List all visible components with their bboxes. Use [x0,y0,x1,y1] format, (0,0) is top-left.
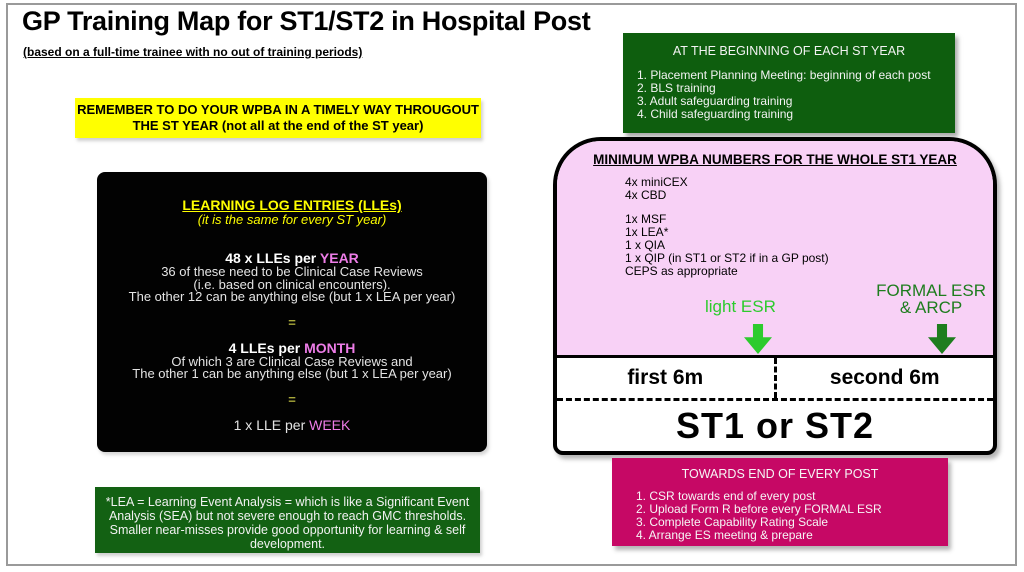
lle-month-heading: 4 LLEs per MONTH [97,341,487,355]
timeline-top-divider [557,355,993,358]
lea-definition-note: *LEA = Learning Event Analysis = which i… [95,487,480,553]
beginning-of-st-year-box: AT THE BEGINNING OF EACH ST YEAR 1. Plac… [623,33,955,133]
list-item: 2. Upload Form R before every FORMAL ESR [636,502,882,516]
learning-log-entries-box: LEARNING LOG ENTRIES (LLEs) (it is the s… [97,172,487,452]
wpba-items-group2: 1x MSF 1x LEA* 1 x QIA 1 x QIP (in ST1 o… [625,212,829,278]
wpba-title: MINIMUM WPBA NUMBERS FOR THE WHOLE ST1 Y… [593,152,957,167]
beginning-box-list: 1. Placement Planning Meeting: beginning… [623,69,955,121]
lle-week-line: 1 x LLE per WEEK [97,418,487,432]
lle-month-word: MONTH [304,339,356,356]
equals-sign: = [288,314,296,330]
list-item: 4. Arrange ES meeting & prepare [636,528,813,542]
lle-week-word: WEEK [309,416,351,433]
page-border-frame [6,3,1017,566]
second-6m-cell: second 6m [773,358,994,398]
wpba-pink-section: MINIMUM WPBA NUMBERS FOR THE WHOLE ST1 Y… [557,141,993,355]
first-6m-cell: first 6m [627,366,704,389]
towards-end-of-post-box: TOWARDS END OF EVERY POST 1. CSR towards… [612,458,948,546]
list-item: 4. Child safeguarding training [637,107,794,121]
list-item: 1. Placement Planning Meeting: beginning… [637,68,931,82]
lle-week-prefix: 1 x LLE per [233,416,310,433]
list-item: 3. Complete Capability Rating Scale [636,515,829,529]
list-item: 1. CSR towards end of every post [636,489,816,503]
lle-title: LEARNING LOG ENTRIES (LLEs) [182,197,402,213]
end-box-title: TOWARDS END OF EVERY POST [681,467,879,481]
light-esr-label: light ESR [705,297,776,316]
end-box-list: 1. CSR towards end of every post 2. Uplo… [612,490,948,542]
light-esr-down-arrow-icon [744,324,772,354]
formal-esr-arcp-label: FORMAL ESR & ARCP [876,281,986,317]
formal-esr-down-arrow-icon [928,324,956,354]
list-item: 3. Adult safeguarding training [637,94,793,108]
lle-year-details: 36 of these need to be Clinical Case Rev… [128,264,456,304]
lle-month-prefix: 4 LLEs per [228,339,305,356]
six-month-band: first 6m second 6m [557,358,993,398]
lle-subtitle: (it is the same for every ST year) [197,212,387,227]
lle-month-details: Of which 3 are Clinical Case Reviews and… [132,353,452,381]
wpba-numbers-shape: MINIMUM WPBA NUMBERS FOR THE WHOLE ST1 Y… [553,137,997,455]
stage-label: ST1 or ST2 [675,405,875,446]
page-subtitle: (based on a full-time trainee with no ou… [23,45,363,59]
timeline-dashed-divider [557,398,993,401]
lle-year-word: YEAR [319,250,359,266]
lle-year-prefix: 48 x LLEs per [225,250,320,266]
equals-sign: = [288,391,296,407]
lle-year-heading: 48 x LLEs per YEAR [97,251,487,265]
list-item: 2. BLS training [637,81,716,95]
page-title: GP Training Map for ST1/ST2 in Hospital … [22,6,591,36]
beginning-box-title: AT THE BEGINNING OF EACH ST YEAR [672,44,906,58]
wpba-items-group1: 4x miniCEX 4x CBD [625,175,688,202]
wpba-reminder-banner: REMEMBER TO DO YOUR WPBA IN A TIMELY WAY… [75,98,481,138]
